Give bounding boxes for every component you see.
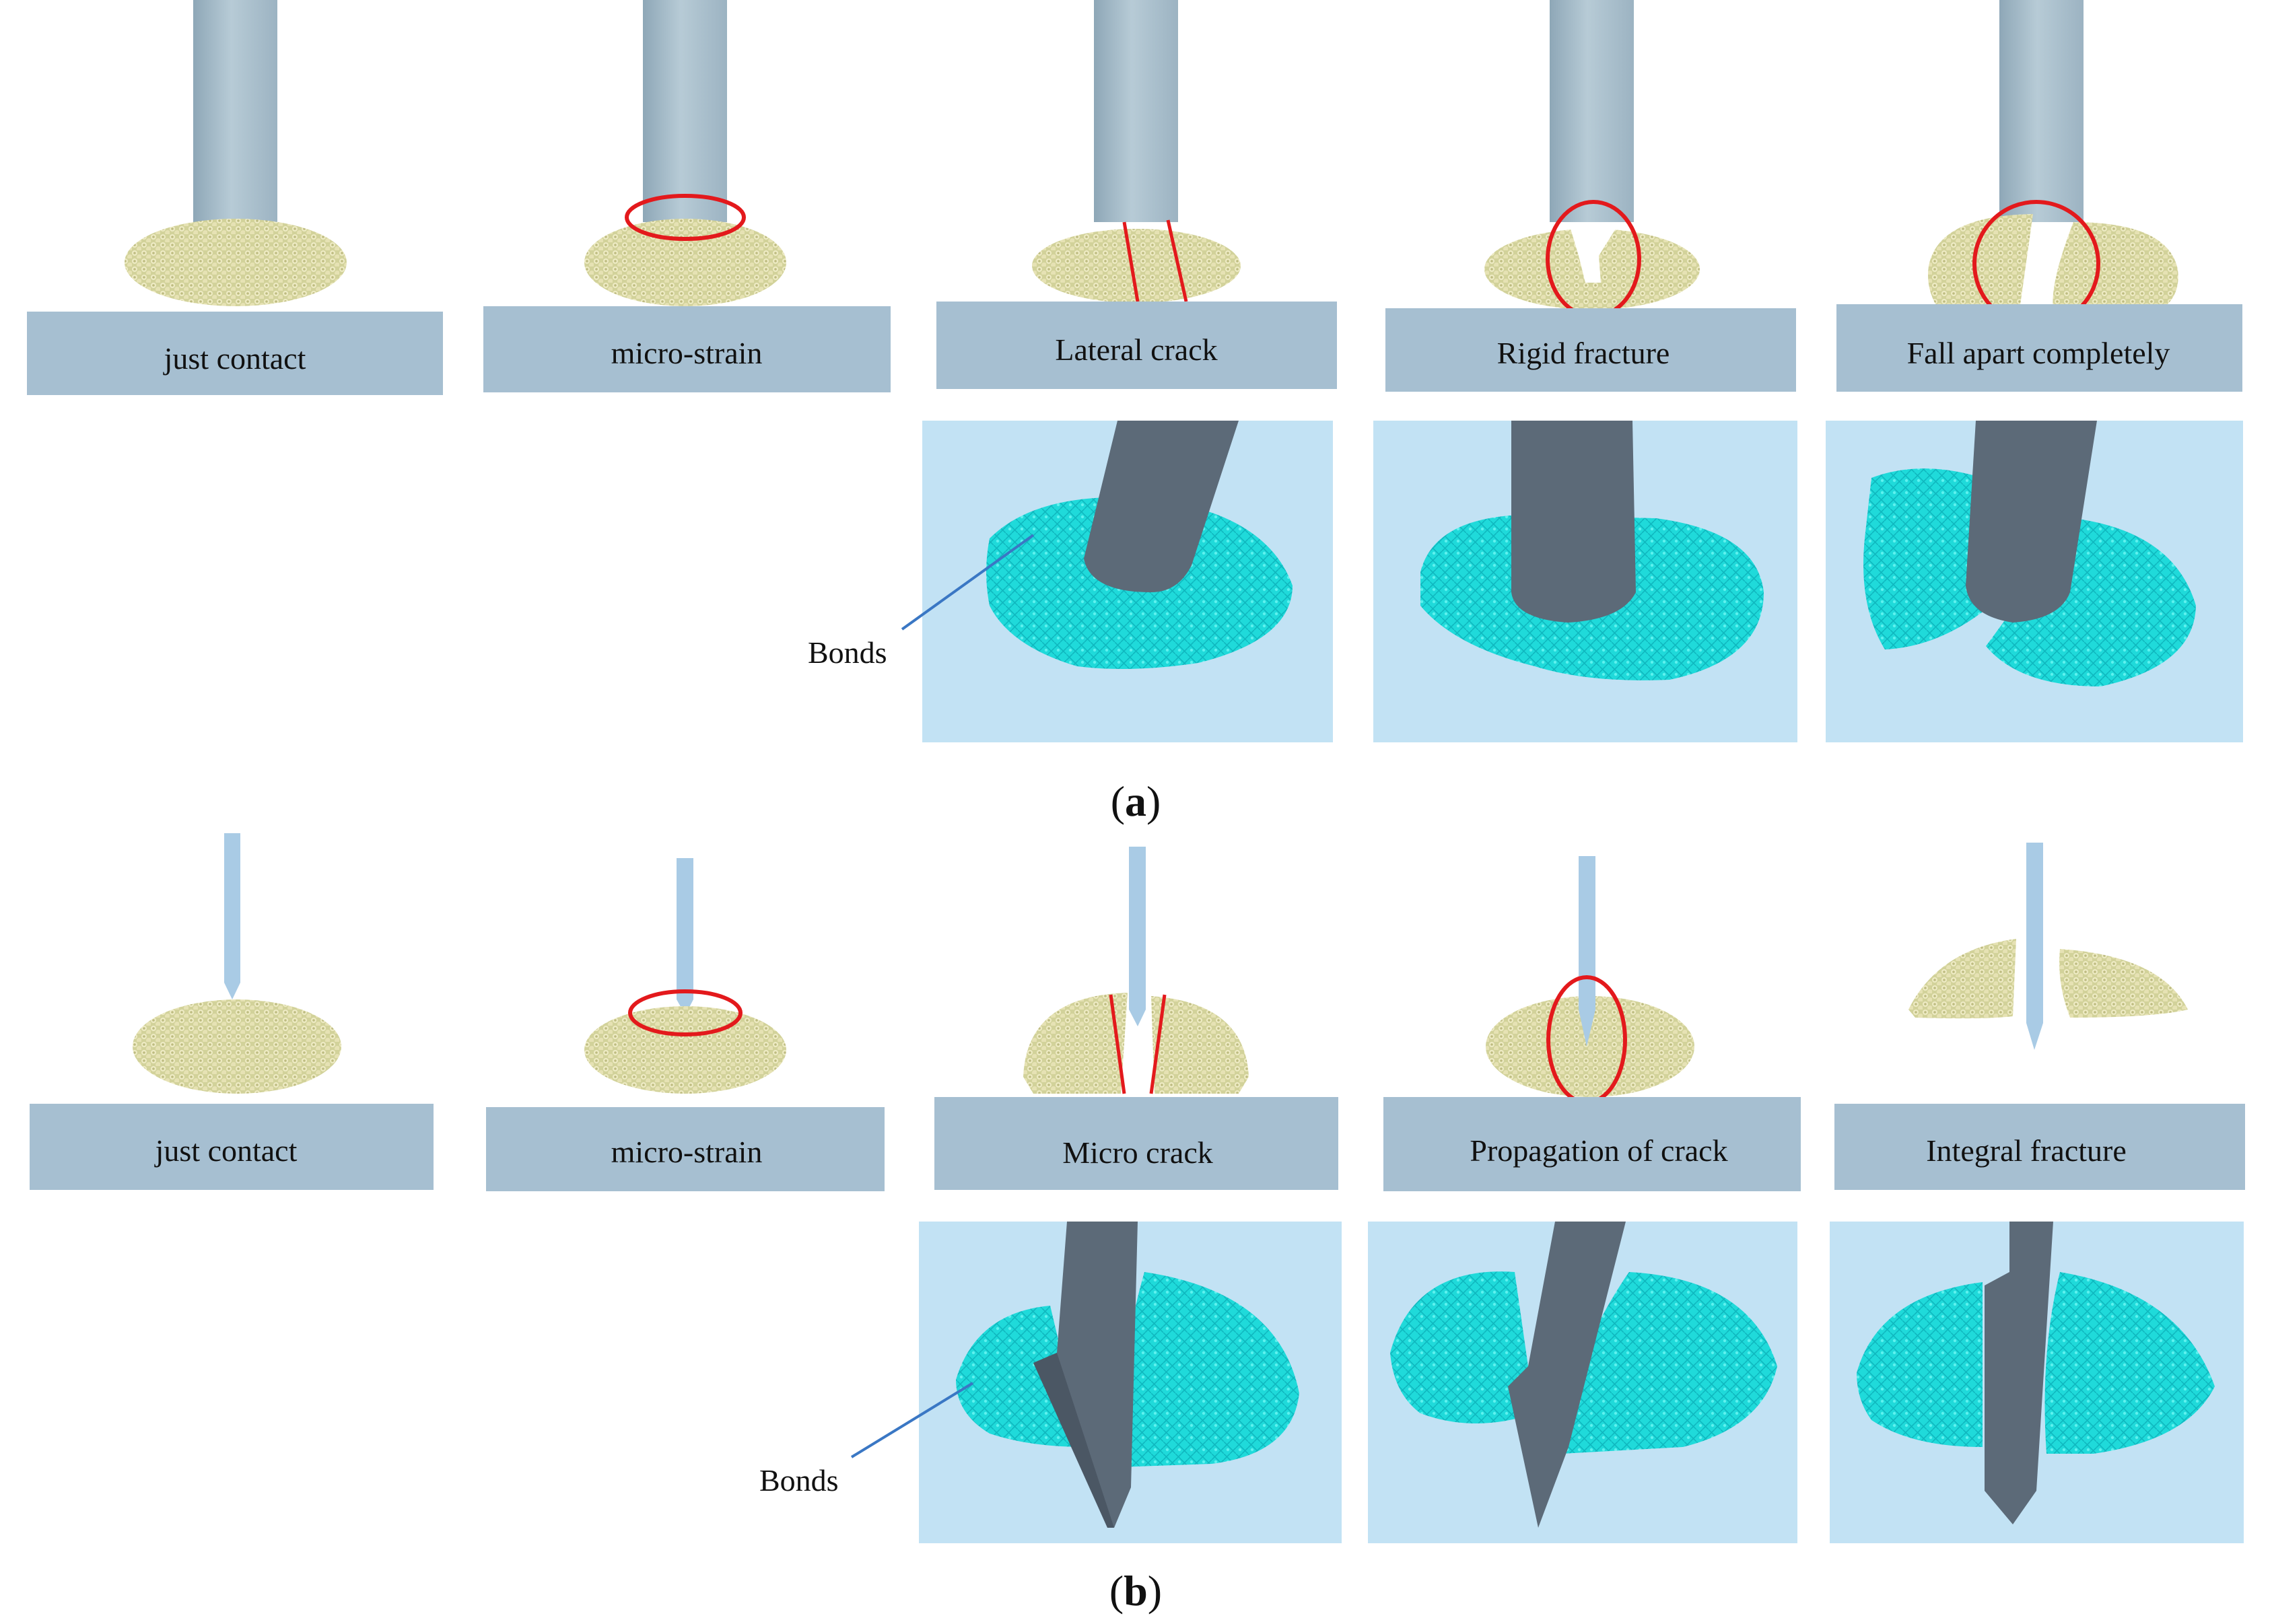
particle-cluster	[2053, 222, 2178, 310]
stage-label-bar	[30, 1104, 434, 1190]
flat-indenter	[1550, 0, 1634, 222]
stage-label-bar	[934, 1097, 1338, 1190]
tool-shaft	[1033, 1353, 1114, 1528]
stage-a1: just contact	[27, 0, 443, 395]
particle-cluster	[1151, 996, 1249, 1094]
bond-network	[1562, 1272, 1777, 1454]
tool-shaft	[1966, 421, 2097, 623]
bond-view-a3: Bonds	[808, 421, 1333, 742]
flat-indenter	[1999, 0, 2084, 222]
stage-label: just contact	[154, 1133, 298, 1168]
stage-label: Integral fracture	[1926, 1133, 2127, 1168]
highlight-circle	[625, 194, 746, 241]
stage-a4: Rigid fracture	[1385, 0, 1796, 392]
particle-cluster	[1486, 996, 1694, 1097]
bond-network	[1986, 518, 2196, 686]
stage-label-bar	[486, 1107, 885, 1191]
panel-a: just contact micro-strain Lateral crack	[27, 0, 2243, 825]
pointer-line	[850, 1382, 974, 1458]
particle-cluster	[1908, 939, 2016, 1019]
particle-cluster	[133, 999, 341, 1094]
particle-cluster	[1928, 214, 2033, 310]
panel-caption: (b)	[1109, 1567, 1162, 1615]
wedge-indenter	[1579, 856, 1595, 1047]
bond-network	[2044, 1272, 2215, 1454]
bond-view-b3: Bonds	[759, 1222, 1342, 1543]
bond-network	[1117, 1272, 1299, 1467]
particle-cluster	[584, 219, 786, 306]
bond-view-b5	[1830, 1222, 2244, 1543]
stage-label: Rigid fracture	[1497, 336, 1670, 370]
stage-b4: Propagation of crack	[1383, 856, 1801, 1191]
crack-line	[1166, 219, 1188, 302]
wedge-indenter	[677, 858, 693, 1015]
particle-cluster	[1032, 229, 1241, 303]
particle-cluster	[2059, 949, 2188, 1018]
stage-label-bar	[1834, 1104, 2245, 1190]
flat-indenter	[643, 0, 727, 222]
stage-label: Fall apart completely	[1907, 336, 2170, 370]
stage-label-bar	[1383, 1097, 1801, 1191]
particle-cluster	[1023, 993, 1128, 1094]
stage-label: micro-strain	[611, 336, 763, 370]
tool-shaft	[1985, 1222, 2053, 1524]
stage-b2: micro-strain	[486, 858, 885, 1191]
stage-label: Propagation of crack	[1470, 1133, 1727, 1168]
bond-network	[956, 1306, 1084, 1447]
particle-cluster	[584, 1006, 786, 1094]
bond-view-b4	[1368, 1222, 1797, 1543]
crack-line	[1109, 994, 1126, 1094]
stage-label-bar	[1836, 304, 2242, 392]
stage-b3: Micro crack	[934, 847, 1338, 1190]
stage-label-bar	[936, 302, 1337, 389]
stage-a5: Fall apart completely	[1836, 0, 2242, 392]
stage-label: just contact	[163, 341, 306, 376]
crack-line	[1149, 994, 1167, 1094]
panel-b: just contact micro-strain Micro crack	[30, 833, 2245, 1615]
crack-line	[1122, 221, 1140, 302]
stage-b5: Integral fracture	[1834, 843, 2245, 1190]
fracture-gap	[1569, 222, 1616, 283]
panel-caption: (a)	[1111, 777, 1161, 825]
stage-label-bar	[483, 306, 891, 392]
tool-shaft	[1084, 421, 1239, 592]
stage-label-bar	[1385, 308, 1796, 392]
stage-label: Micro crack	[1062, 1135, 1213, 1170]
tool-shaft	[1508, 1222, 1626, 1528]
bond-view-a5	[1826, 421, 2243, 742]
pointer-line	[901, 534, 1035, 631]
stage-label: Lateral crack	[1055, 332, 1217, 367]
flat-indenter	[1094, 0, 1178, 222]
particle-cluster	[125, 219, 347, 306]
stage-label-bar	[27, 312, 443, 395]
tool-shaft	[1033, 1222, 1138, 1528]
bond-view-a4	[1373, 421, 1797, 742]
stage-a3: Lateral crack	[936, 0, 1337, 389]
stage-b1: just contact	[30, 833, 434, 1190]
stage-a2: micro-strain	[483, 0, 891, 392]
wedge-indenter	[224, 833, 240, 999]
stage-label: micro-strain	[611, 1135, 763, 1169]
wedge-indenter	[2026, 843, 2043, 1050]
bond-network	[1390, 1271, 1535, 1423]
highlight-circle	[628, 989, 743, 1036]
bond-network	[1857, 1282, 1983, 1447]
bonds-label: Bonds	[808, 635, 887, 670]
bonds-label: Bonds	[759, 1463, 839, 1497]
flat-indenter	[193, 0, 277, 222]
tool-shaft	[1511, 421, 1636, 623]
wedge-indenter	[1129, 847, 1146, 1026]
